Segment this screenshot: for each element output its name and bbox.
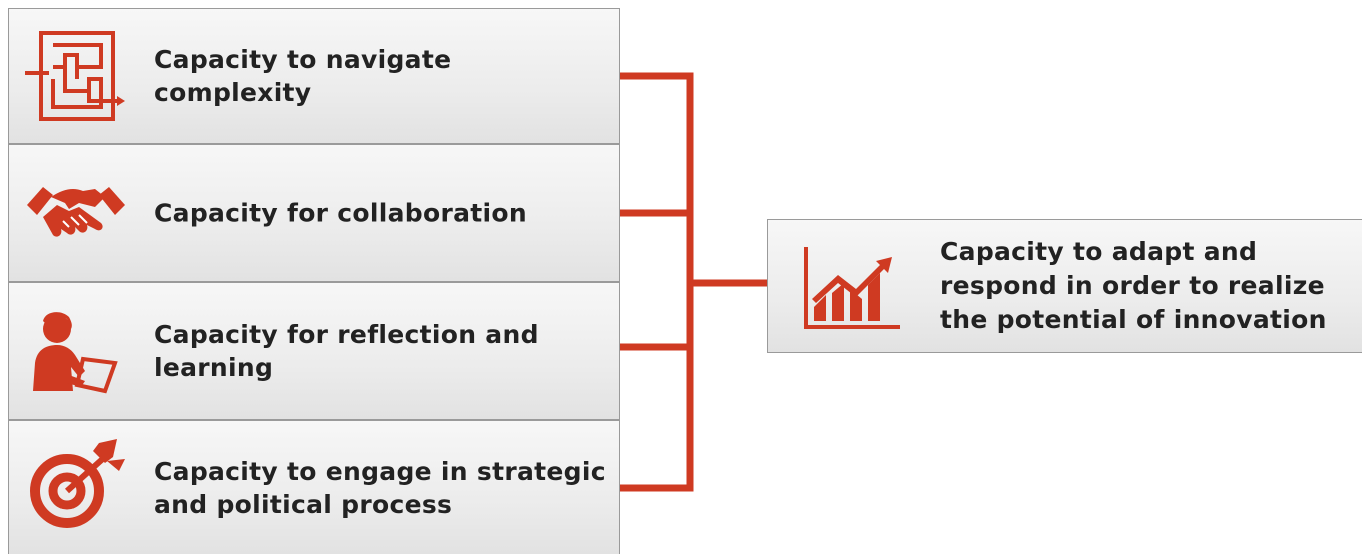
target-icon — [21, 435, 131, 535]
growth-chart-icon — [798, 237, 908, 337]
capacity-label-reflection: Capacity for reflection and learning — [154, 320, 539, 382]
capacity-box-reflection: Capacity for reflection and learning — [8, 282, 620, 420]
capacity-box-navigate: Capacity to navigate complexity — [8, 8, 620, 144]
capacity-label-navigate: Capacity to navigate complexity — [154, 45, 452, 107]
capacity-label-strategic: Capacity to engage in strategic and poli… — [154, 456, 606, 519]
person-reading-icon — [21, 305, 131, 405]
outcome-label: Capacity to adapt and respond in order t… — [940, 237, 1327, 334]
outcome-box: Capacity to adapt and respond in order t… — [767, 219, 1362, 353]
capacity-box-collaboration: Capacity for collaboration — [8, 144, 620, 282]
capacity-box-strategic: Capacity to engage in strategic and poli… — [8, 420, 620, 554]
capacity-label-collaboration: Capacity for collaboration — [154, 198, 527, 228]
handshake-icon — [21, 167, 131, 267]
maze-icon — [21, 27, 131, 127]
